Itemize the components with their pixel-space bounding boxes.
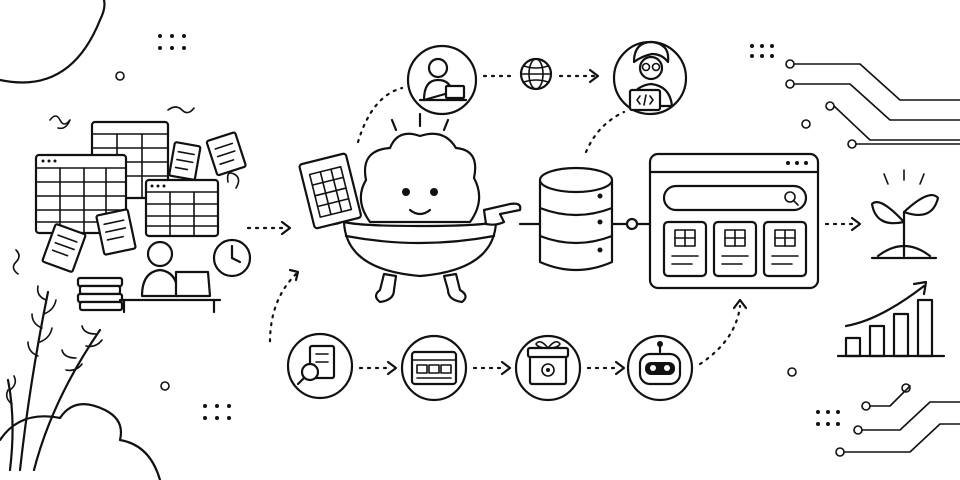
- decor-squiggle: [49, 115, 71, 130]
- flow-arrowhead: [614, 360, 626, 376]
- plant-leaves-icon: [5, 285, 103, 472]
- remote-user-icon: [406, 44, 478, 116]
- flow-arrowhead: [500, 360, 512, 376]
- flow-arrowhead: [288, 268, 300, 282]
- document-search-icon: [286, 332, 354, 400]
- flow-arrow-robot-to-dashboard: [698, 304, 742, 366]
- gift-settings-icon: [514, 334, 582, 402]
- flow-arrow-developer-to-db: [584, 110, 626, 154]
- circuit-lines-icon: [785, 59, 960, 457]
- worker-at-laptop-icon: [118, 240, 222, 314]
- web-layout-icon: [400, 334, 468, 402]
- web-dashboard-icon: [648, 152, 820, 290]
- flow-arrowhead: [280, 220, 292, 236]
- corner-circle-arc: [0, 0, 106, 84]
- decor-squiggle: [226, 172, 240, 189]
- flow-arrowhead: [850, 216, 862, 232]
- cloud-icon: [0, 402, 162, 480]
- scattered-papers-icon: [41, 131, 247, 273]
- developer-icon: [612, 40, 688, 116]
- database-icon: [538, 166, 614, 272]
- decor-dots-right-bottom: [816, 410, 840, 426]
- flow-arrowhead: [732, 298, 748, 310]
- flow-arrow-to-remote-user: [356, 86, 404, 144]
- growth-bar-chart-icon: [836, 280, 946, 358]
- decor-small-circle: [115, 71, 125, 81]
- dashboard-search-bar: [662, 184, 808, 212]
- decor-small-circle: [787, 367, 797, 377]
- decor-small-circle: [801, 119, 811, 129]
- clock-icon: [212, 238, 252, 278]
- decor-small-circle: [160, 381, 170, 391]
- globe-icon: [519, 57, 553, 91]
- decor-squiggle: [167, 106, 195, 114]
- held-spreadsheet-icon: [298, 152, 362, 230]
- robot-icon: [626, 334, 694, 402]
- decor-dots-bottom: [203, 404, 231, 420]
- decor-dots-top: [158, 34, 186, 50]
- decor-squiggle: [12, 249, 20, 275]
- sprout-icon: [870, 169, 940, 260]
- flow-arrowhead: [588, 68, 600, 84]
- decor-dots-right-top: [750, 44, 774, 58]
- book-stack-icon: [76, 276, 124, 312]
- flow-arrowhead: [386, 360, 398, 376]
- flow-arrow-mascot-to-search: [268, 272, 298, 344]
- connector-node: [625, 217, 639, 231]
